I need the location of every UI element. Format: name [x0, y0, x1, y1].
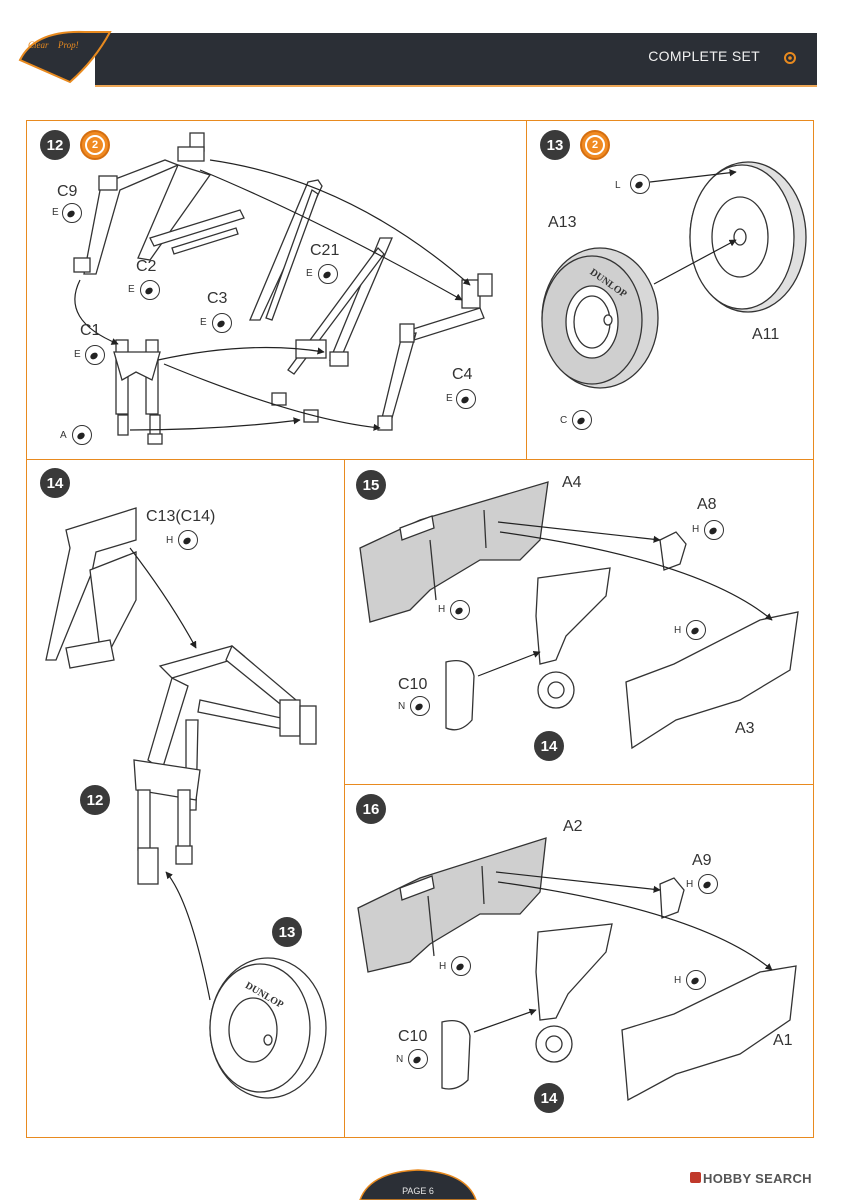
part-label-a11: A11 [752, 326, 780, 343]
header-graphic [18, 30, 817, 87]
glue-icon [686, 620, 706, 640]
part-label-a4: A4 [562, 474, 582, 491]
part-label-c9: C9 [57, 183, 78, 200]
repeat-badge-icon: 2 [80, 130, 110, 160]
glue-code: E [74, 349, 81, 360]
part-label-a9: A9 [692, 852, 712, 869]
page-title: COMPLETE SET [648, 48, 760, 64]
part-label-c10: C10 [398, 1028, 428, 1045]
logo-text-bottom: Prop! [58, 40, 79, 50]
glue-code: H [439, 961, 447, 972]
part-label-a2: A2 [563, 818, 583, 835]
glue-code: A [60, 430, 67, 441]
step12-parts [73, 132, 493, 445]
step-number-13: 13 [540, 130, 570, 160]
glue-icon [85, 345, 105, 365]
glue-code: N [398, 701, 406, 712]
glue-icon [318, 264, 338, 284]
part-label-a3: A3 [735, 720, 755, 737]
glue-icon [408, 1049, 428, 1069]
part-label-c1: C1 [80, 322, 101, 339]
glue-icon [698, 874, 718, 894]
step-number-15: 15 [356, 470, 386, 500]
step-number-16: 16 [356, 794, 386, 824]
glue-code: E [200, 317, 207, 328]
repeat-badge-count: 2 [85, 135, 105, 155]
glue-code: E [446, 393, 453, 404]
reference-step-13: 13 [272, 917, 302, 947]
glue-icon [686, 970, 706, 990]
step13-parts [541, 161, 807, 389]
glue-icon [572, 410, 592, 430]
glue-icon [410, 696, 430, 716]
glue-code: H [674, 625, 682, 636]
glue-code: H [692, 524, 700, 535]
glue-code: L [615, 180, 621, 191]
reference-step-14: 14 [534, 731, 564, 761]
glue-icon [72, 425, 92, 445]
glue-icon [178, 530, 198, 550]
watermark-logo-icon [690, 1172, 701, 1183]
part-label-c2: C2 [136, 258, 157, 275]
glue-code: E [128, 284, 135, 295]
part-label-c21: C21 [310, 242, 340, 259]
glue-icon [451, 956, 471, 976]
glue-code: H [674, 975, 682, 986]
reference-step-14: 14 [534, 1083, 564, 1113]
part-label-a8: A8 [697, 496, 717, 513]
part-label-c13: C13(C14) [146, 508, 216, 525]
step15-parts [359, 481, 799, 750]
glue-code: C [560, 415, 568, 426]
assembly-arrows [74, 159, 773, 1033]
glue-code: E [306, 268, 313, 279]
reference-step-12: 12 [80, 785, 110, 815]
glue-code: H [166, 535, 174, 546]
part-label-a13: A13 [548, 214, 577, 231]
glue-code: H [438, 604, 446, 615]
glue-icon [450, 600, 470, 620]
step14-parts [45, 507, 327, 1099]
glue-code: E [52, 207, 59, 218]
step16-parts [357, 837, 797, 1102]
glue-icon [704, 520, 724, 540]
glue-code: N [396, 1054, 404, 1065]
glue-icon [62, 203, 82, 223]
glue-icon [212, 313, 232, 333]
watermark-text: HOBBY SEARCH [703, 1171, 812, 1186]
part-label-a1: A1 [773, 1032, 793, 1049]
repeat-badge-icon: 2 [580, 130, 610, 160]
glue-icon [456, 389, 476, 409]
header-bar: Clear Prop! COMPLETE SET [0, 0, 860, 100]
part-label-c10: C10 [398, 676, 428, 693]
glue-code: H [686, 879, 694, 890]
glue-icon [140, 280, 160, 300]
logo-text-top: Clear [28, 40, 49, 50]
page-number: PAGE 6 [402, 1186, 434, 1196]
glue-icon [630, 174, 650, 194]
part-label-c3: C3 [207, 290, 228, 307]
step-number-14: 14 [40, 468, 70, 498]
repeat-badge-count: 2 [585, 135, 605, 155]
part-label-c4: C4 [452, 366, 473, 383]
step-number-12: 12 [40, 130, 70, 160]
